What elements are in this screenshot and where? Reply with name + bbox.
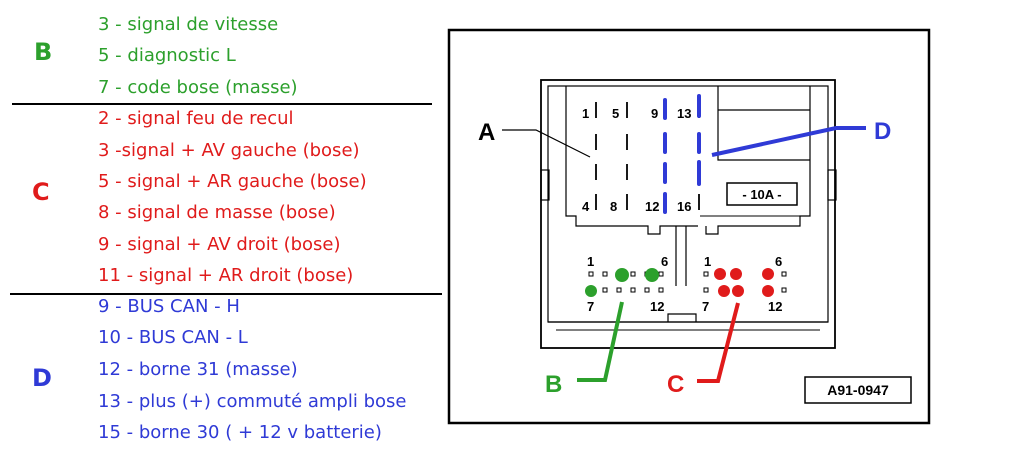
pin-label-13: 13 [677, 106, 691, 121]
pin-label-5: 5 [612, 106, 619, 121]
legend-line-d-5: 15 - borne 30 ( + 12 v batterie) [98, 422, 382, 443]
pin-b-7 [585, 285, 597, 297]
legend-line-b-1: 3 - signal de vitesse [98, 14, 279, 35]
lower-left-label-6: 6 [661, 254, 668, 269]
legend-line-d-1: 9 - BUS CAN - H [98, 296, 240, 317]
group-letter-d: D [32, 364, 52, 392]
legend-line-d-4: 13 - plus (+) commuté ampli bose [98, 391, 407, 412]
pin-label-16: 16 [677, 199, 691, 214]
pin-b-3 [615, 268, 629, 282]
lower-left-label-1: 1 [587, 254, 594, 269]
legend-line-b-3: 7 - code bose (masse) [98, 77, 298, 98]
legend-line-c-1: 2 - signal feu de recul [98, 108, 294, 129]
callout-d-leader [711, 126, 866, 157]
legend-line-c-2: 3 -signal + AV gauche (bose) [98, 140, 360, 161]
upper-pin-slots-highlighted [663, 94, 701, 214]
callout-b-leader [577, 301, 624, 382]
fuse-label: - 10A - [742, 187, 781, 202]
pin-label-8: 8 [610, 199, 617, 214]
legend-line-c-6: 11 - signal + AR droit (bose) [98, 265, 354, 286]
pin-label-12: 12 [645, 199, 659, 214]
lower-right-pin-block: 1 6 7 12 [702, 254, 787, 314]
pin-label-9: 9 [651, 106, 658, 121]
legend-line-c-5: 9 - signal + AV droit (bose) [98, 234, 341, 255]
connector-housing [540, 79, 836, 349]
legend-line-c-3: 5 - signal + AR gauche (bose) [98, 171, 367, 192]
legend-line-b-2: 5 - diagnostic L [98, 45, 236, 66]
lower-left-label-12: 12 [650, 299, 664, 314]
lower-left-pin-block: 1 6 7 12 [585, 254, 668, 314]
diagram-frame [447, 28, 931, 425]
callout-b: B [545, 371, 562, 398]
callout-a: A [478, 119, 495, 146]
lower-right-label-7: 7 [702, 299, 709, 314]
lower-left-label-7: 7 [587, 299, 594, 314]
group-divider-2 [10, 293, 442, 295]
pin-c-8 [718, 285, 730, 297]
pin-c-9 [732, 285, 744, 297]
lower-right-label-1: 1 [704, 254, 711, 269]
group-letter-c: C [32, 178, 50, 206]
lower-right-label-6: 6 [775, 254, 782, 269]
reference-code-box [804, 376, 912, 404]
fuse-box [726, 182, 798, 206]
legend-line-d-3: 12 - borne 31 (masse) [98, 359, 298, 380]
group-letter-b: B [34, 38, 53, 66]
lower-right-label-12: 12 [768, 299, 782, 314]
pin-c-3 [730, 268, 742, 280]
legend-line-c-4: 8 - signal de masse (bose) [98, 202, 336, 223]
legend-line-d-2: 10 - BUS CAN - L [98, 327, 248, 348]
callout-d: D [874, 118, 891, 145]
pin-c-5 [762, 268, 774, 280]
pin-c-2 [714, 268, 726, 280]
pin-label-1: 1 [582, 106, 589, 121]
pin-b-5 [645, 268, 659, 282]
pin-c-11 [762, 285, 774, 297]
pin-label-4: 4 [582, 199, 590, 214]
callout-c: C [667, 371, 684, 398]
callout-a-leader [502, 129, 591, 158]
group-divider-1 [12, 103, 432, 105]
callout-c-leader [697, 302, 740, 383]
reference-code: A91-0947 [827, 382, 889, 398]
